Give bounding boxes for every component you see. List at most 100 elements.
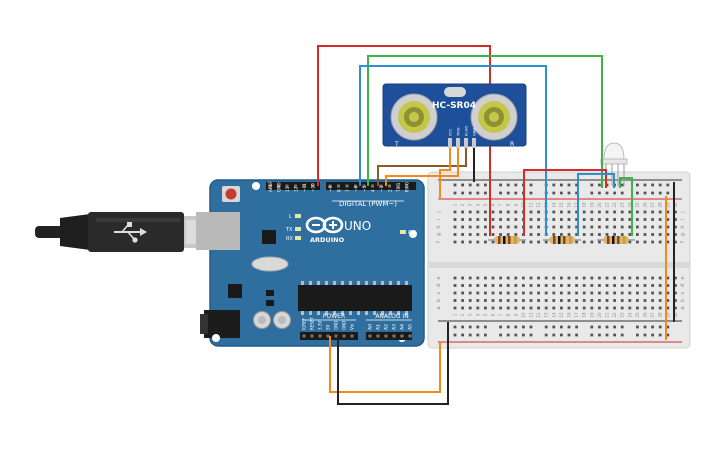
rail-hole	[529, 183, 533, 187]
breadboard-hole	[605, 225, 609, 229]
regulator	[228, 284, 242, 298]
breadboard-hole	[514, 276, 518, 280]
arduino-logo-icon	[305, 216, 344, 234]
breadboard-hole	[666, 306, 670, 310]
breadboard-column-number: 11	[529, 202, 534, 208]
header-pin	[396, 184, 400, 188]
header-pin	[354, 184, 357, 188]
brand-label: ARDUINO	[310, 236, 345, 244]
digital-pin-label: TX 1	[396, 182, 401, 193]
power-pin-label: RESET	[310, 317, 315, 330]
breadboard-hole	[636, 240, 639, 244]
breadboard-hole	[514, 299, 518, 302]
breadboard-hole	[567, 306, 571, 310]
breadboard-hole	[514, 306, 518, 310]
breadboard-hole	[567, 299, 571, 302]
breadboard-hole	[590, 299, 594, 302]
rail-hole	[529, 333, 533, 337]
rail-hole	[651, 191, 654, 195]
breadboard-hole	[575, 299, 578, 302]
breadboard-hole	[575, 276, 578, 280]
breadboard-hole	[453, 306, 457, 310]
rail-hole	[506, 183, 510, 187]
breadboard-hole	[636, 276, 639, 280]
digital-pin-label: 4	[371, 189, 376, 192]
breadboard-hole	[666, 276, 670, 280]
breadboard-hole	[598, 284, 601, 287]
header-pin	[294, 184, 297, 188]
breadboard-hole	[674, 284, 677, 287]
digital-pin-label: ~9	[328, 185, 333, 192]
power-pin-label: Vin	[350, 323, 355, 330]
breadboard-hole	[499, 291, 502, 295]
breadboard-column-number: 17	[574, 202, 579, 208]
rail-hole	[613, 191, 616, 195]
breadboard-hole	[643, 306, 647, 310]
rail-hole	[643, 325, 647, 329]
rail-hole	[552, 191, 556, 195]
rail-hole	[605, 325, 609, 329]
sensor-pin-label: GND	[473, 128, 477, 136]
breadboard-hole	[491, 240, 495, 244]
breadboard-hole	[674, 218, 677, 221]
breadboard-hole	[582, 233, 586, 236]
breadboard-hole	[476, 218, 480, 221]
breadboard-hole	[461, 218, 464, 221]
rail-hole	[476, 325, 480, 329]
sensor-pin	[456, 138, 460, 148]
rail-hole	[522, 333, 525, 337]
analog-header	[366, 332, 412, 340]
rail-hole	[506, 333, 510, 337]
breadboard-column-number: 16	[567, 202, 572, 208]
breadboard-hole	[636, 218, 639, 221]
breadboard-hole	[598, 299, 601, 302]
breadboard-hole	[461, 233, 464, 236]
rail-hole	[643, 183, 647, 187]
breadboard-hole	[468, 218, 472, 221]
rail-hole	[484, 183, 487, 187]
breadboard-hole	[529, 299, 533, 302]
wire-orange-pin-to-sensor	[385, 148, 459, 186]
breadboard-hole	[560, 306, 563, 310]
breadboard-hole	[514, 210, 518, 214]
usb-strain-relief	[60, 214, 90, 250]
breadboard-column-number: 2	[460, 203, 465, 206]
rail-hole	[544, 325, 548, 329]
breadboard-hole	[567, 218, 571, 221]
breadboard-hole	[476, 284, 480, 287]
breadboard-hole	[636, 306, 639, 310]
breadboard-hole	[552, 284, 556, 287]
breadboard-column-number: 10	[521, 312, 526, 318]
header-pin	[311, 184, 314, 188]
breadboard-column-number: 1	[453, 203, 458, 206]
breadboard-hole	[453, 299, 457, 302]
breadboard-hole	[575, 306, 578, 310]
breadboard-hole	[598, 225, 601, 229]
breadboard-hole	[484, 240, 487, 244]
breadboard-hole	[636, 210, 639, 214]
sensor-pin	[448, 138, 452, 148]
breadboard-hole	[643, 240, 647, 244]
breadboard-column-number: 27	[650, 312, 655, 318]
analog-pin-label: A3	[392, 324, 398, 330]
breadboard-hole	[643, 225, 647, 229]
wire-orange-sensor-vcc	[439, 148, 451, 198]
breadboard-hole	[613, 225, 616, 229]
breadboard-column-number: 23	[620, 312, 625, 318]
breadboard-hole	[636, 299, 639, 302]
breadboard-column-number: 20	[597, 202, 602, 208]
header-pin	[268, 184, 272, 188]
header-pin	[277, 184, 280, 188]
breadboard-hole	[514, 284, 518, 287]
header-pin	[326, 334, 330, 338]
analog-pin-label: A4	[400, 324, 406, 330]
rail-hole	[575, 325, 578, 329]
rail-hole	[590, 333, 594, 337]
rail-hole	[575, 183, 578, 187]
breadboard-column-number: 21	[605, 312, 610, 318]
rail-hole	[468, 325, 472, 329]
breadboard-hole	[567, 233, 571, 236]
digital-pin-label: ~10	[311, 183, 316, 192]
breadboard-hole	[529, 240, 533, 244]
